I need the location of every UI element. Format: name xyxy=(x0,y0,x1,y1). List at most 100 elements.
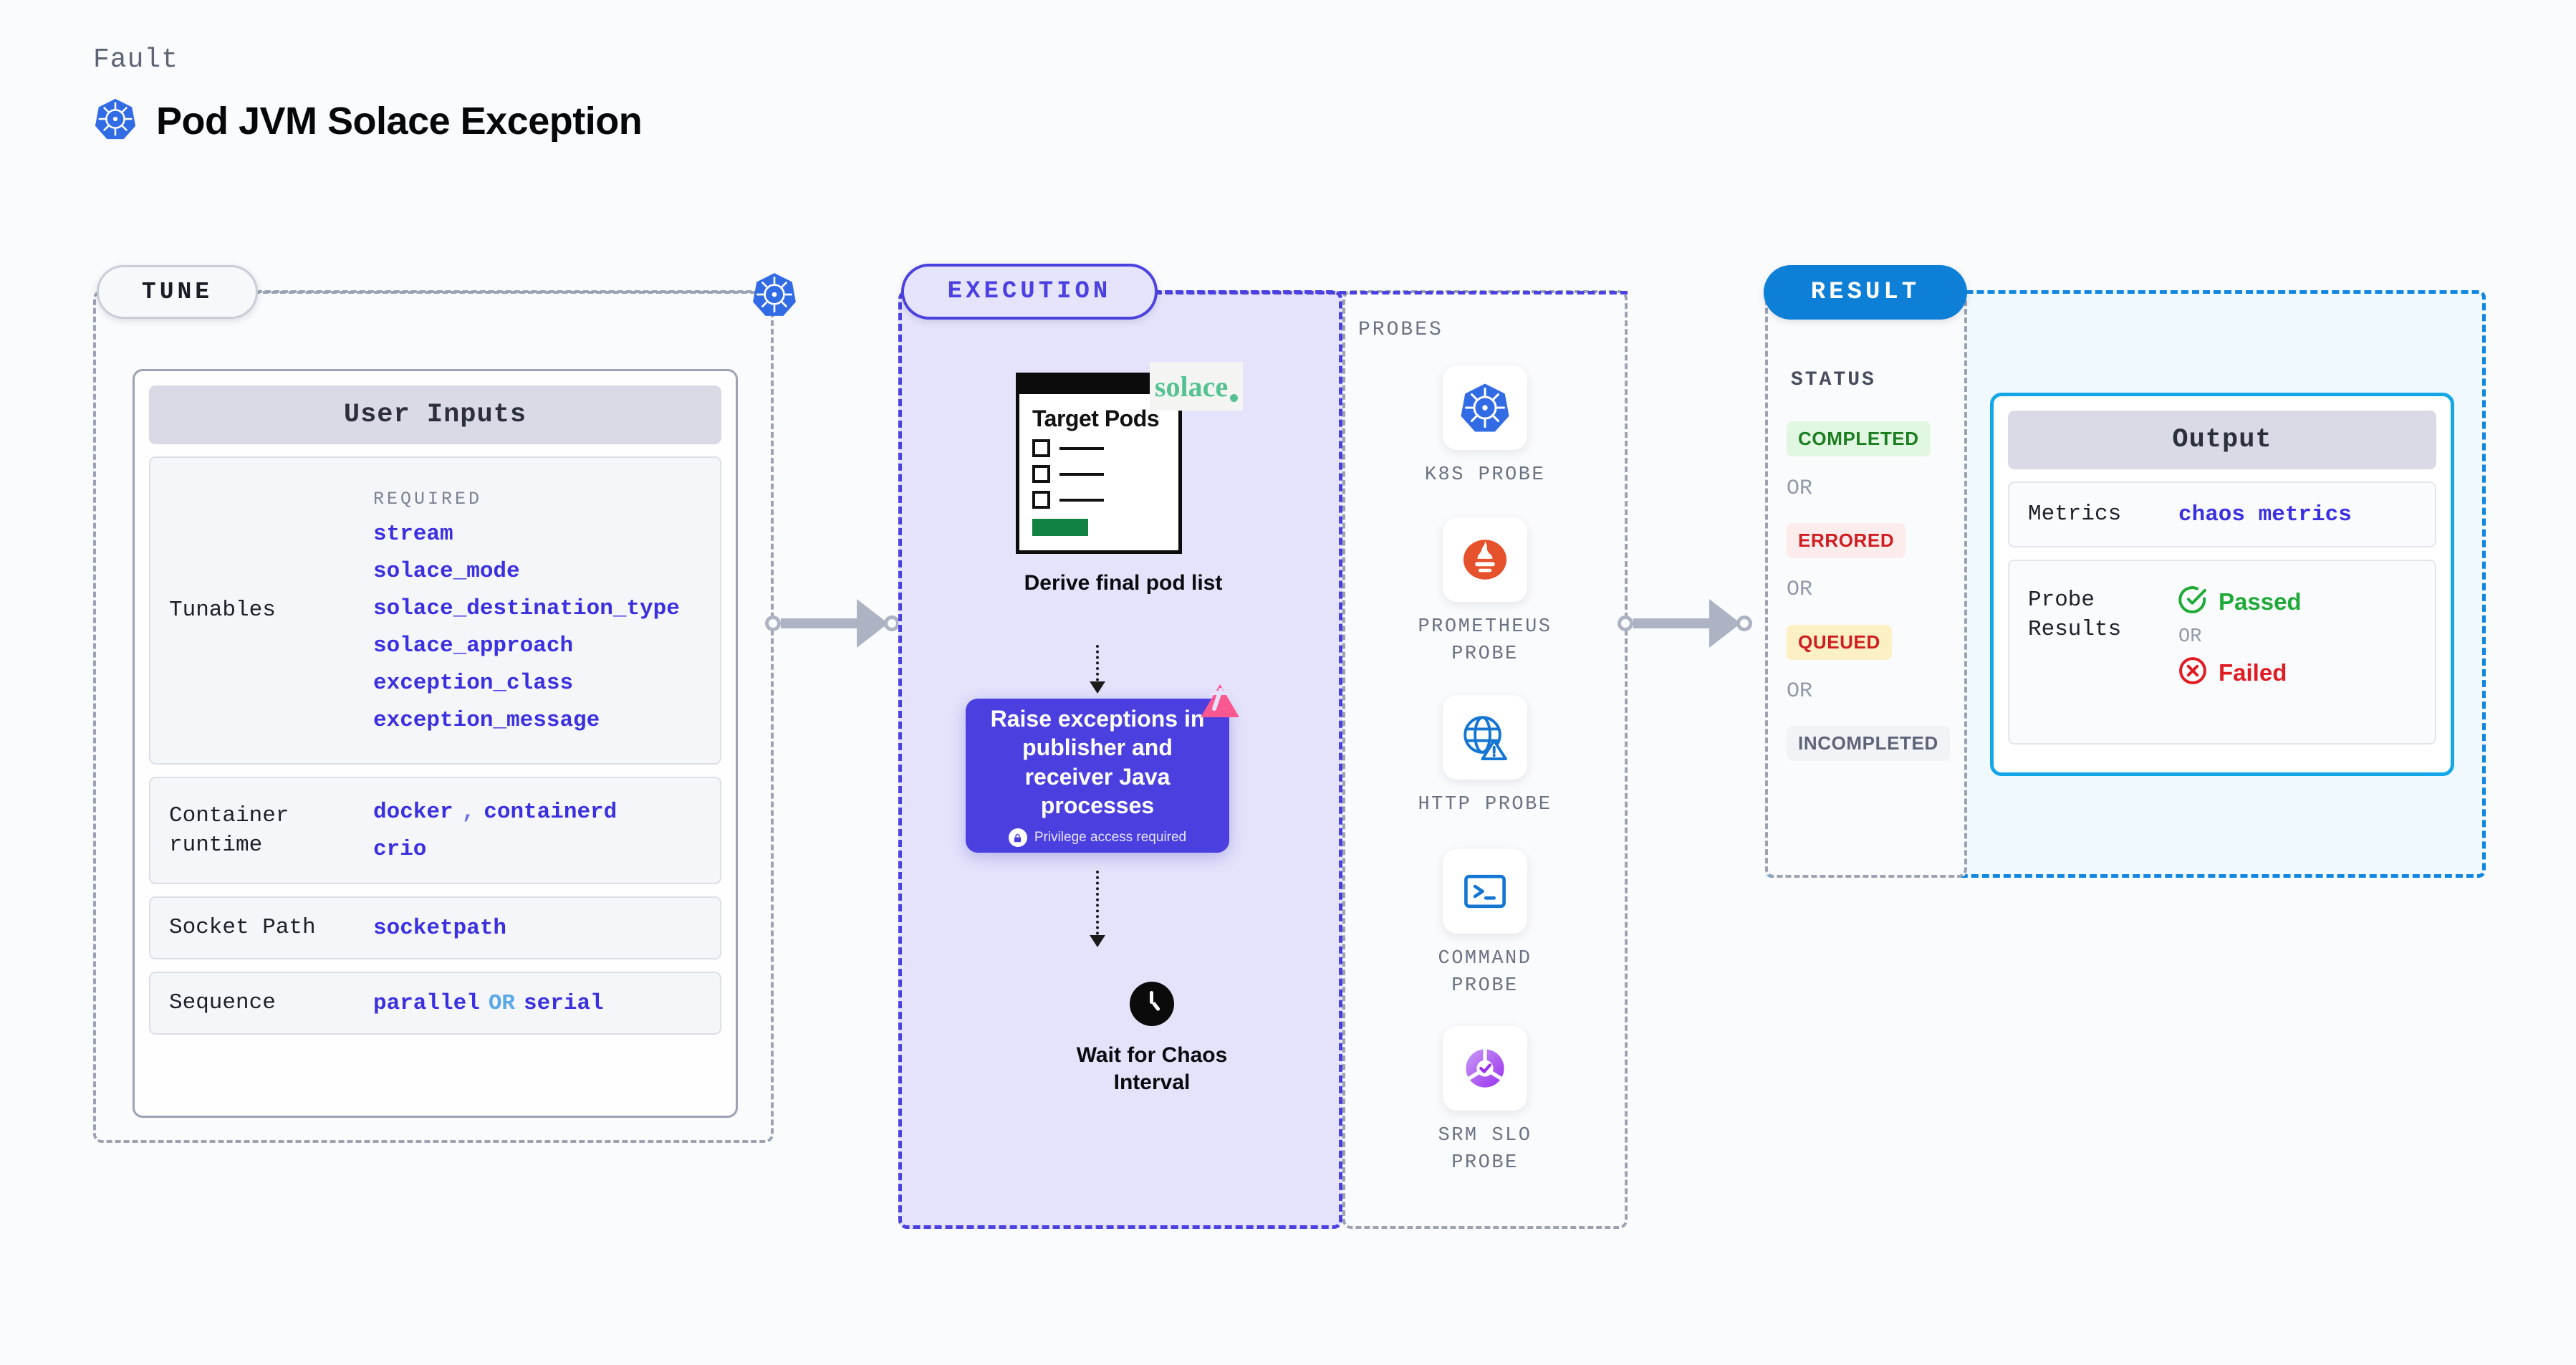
output-row-metrics: Metrics chaos metrics xyxy=(2008,482,2436,547)
tunable-solace-mode[interactable]: solace_mode xyxy=(373,558,520,584)
status-or-3: OR xyxy=(1787,679,1813,704)
target-pods-step: Target Pods solace Derive final pod list xyxy=(1009,362,1243,597)
result-stage-label[interactable]: RESULT xyxy=(1764,265,1967,320)
probe-result-failed: Failed xyxy=(2178,656,2302,689)
row-key: Socket Path xyxy=(169,915,316,941)
connector-bar xyxy=(1633,618,1711,628)
sequence-serial[interactable]: serial xyxy=(524,990,604,1016)
globe-warning-icon xyxy=(1443,695,1527,780)
value-separator: , xyxy=(461,799,476,825)
litmus-logo xyxy=(1199,683,1241,720)
probe-results-values: Passed OR Failed xyxy=(2178,585,2302,689)
user-inputs-card: User Inputs Tunables REQUIRED stream sol… xyxy=(133,369,738,1118)
probe-label: HTTP PROBE xyxy=(1418,794,1552,815)
action-description: Raise exceptions in publisher and receiv… xyxy=(990,705,1205,818)
checkbox-icon xyxy=(1032,465,1050,484)
metrics-value[interactable]: chaos metrics xyxy=(2178,502,2352,527)
tunable-exception-class[interactable]: exception_class xyxy=(373,670,574,696)
result-stage xyxy=(1765,290,1967,878)
tunable-exception-message[interactable]: exception_message xyxy=(373,707,600,733)
lock-icon xyxy=(1008,828,1027,848)
list-line xyxy=(1059,472,1104,476)
solace-dot xyxy=(1230,394,1239,402)
tune-row-sequence: Sequence parallel OR serial xyxy=(149,972,721,1035)
list-line xyxy=(1059,498,1104,502)
derive-pod-list-caption: Derive final pod list xyxy=(1024,571,1223,595)
status-badge-completed: COMPLETED xyxy=(1787,421,1931,456)
runtime-crio[interactable]: crio xyxy=(373,836,427,862)
prometheus-icon xyxy=(1443,517,1527,602)
srm-slo-icon xyxy=(1443,1026,1527,1111)
status-badge-queued: QUEUED xyxy=(1787,625,1892,660)
row-key: Metrics xyxy=(2028,502,2122,527)
page-title: Pod JVM Solace Exception xyxy=(156,99,643,143)
output-card-title: Output xyxy=(2008,411,2436,469)
privilege-note: Privilege access required xyxy=(1008,828,1187,848)
user-inputs-title: User Inputs xyxy=(149,385,721,444)
row-values: REQUIRED stream solace_mode solace_desti… xyxy=(373,489,680,733)
solace-logo: solace xyxy=(1150,362,1243,411)
probe-label: PROMETHEUS PROBE xyxy=(1418,616,1552,666)
connector-tune-to-execution xyxy=(765,599,900,648)
tune-top-dash xyxy=(254,291,756,294)
terminal-icon xyxy=(1443,849,1527,934)
execution-top-dash xyxy=(1155,291,1628,294)
tunable-solace-approach[interactable]: solace_approach xyxy=(373,633,574,658)
connector-execution-to-result xyxy=(1618,599,1752,648)
required-tag: REQUIRED xyxy=(373,488,483,509)
check-circle-icon xyxy=(2178,585,2207,618)
tune-row-container-runtime: Container runtime docker , containerd cr… xyxy=(149,777,721,884)
row-values: socketpath xyxy=(373,916,506,941)
probe-result-or: OR xyxy=(2178,626,2202,648)
page-header: Fault Pod JVM Solace Exception xyxy=(93,44,643,145)
tune-row-tunables: Tunables REQUIRED stream solace_mode sol… xyxy=(149,456,721,765)
status-badge-errored: ERRORED xyxy=(1787,523,1906,558)
probe-http[interactable]: HTTP PROBE xyxy=(1406,695,1564,818)
status-heading: STATUS xyxy=(1791,369,1876,391)
runtime-containerd[interactable]: containerd xyxy=(484,799,617,825)
wait-interval-caption: Wait for Chaos Interval xyxy=(1076,1043,1228,1094)
connector-bar xyxy=(781,618,858,628)
tune-row-socket-path: Socket Path socketpath xyxy=(149,896,721,959)
sequence-joiner: OR xyxy=(488,990,516,1016)
row-values: docker , containerd crio xyxy=(373,800,617,862)
selected-bar xyxy=(1032,519,1088,537)
checkbox-icon xyxy=(1032,491,1050,509)
probes-heading: PROBES xyxy=(1358,319,1443,341)
sequence-parallel[interactable]: parallel xyxy=(373,990,480,1016)
tune-stage-label[interactable]: TUNE xyxy=(97,265,258,319)
probe-label: K8S PROBE xyxy=(1424,464,1546,486)
probe-label: SRM SLO PROBE xyxy=(1438,1125,1532,1174)
probe-prometheus[interactable]: PROMETHEUS PROBE xyxy=(1406,517,1564,669)
probe-command[interactable]: COMMAND PROBE xyxy=(1406,849,1564,1000)
clock-icon xyxy=(1130,982,1174,1026)
privilege-note-text: Privilege access required xyxy=(1034,830,1187,846)
title-row: Pod JVM Solace Exception xyxy=(93,97,643,145)
passed-label: Passed xyxy=(2219,588,2302,615)
x-circle-icon xyxy=(2178,656,2207,689)
connector-arrowhead xyxy=(857,599,888,648)
document-body: Target Pods xyxy=(1019,394,1178,550)
checkbox-icon xyxy=(1032,439,1050,458)
connector-knob xyxy=(1618,616,1633,631)
kubernetes-icon xyxy=(1443,365,1527,450)
socketpath-value[interactable]: socketpath xyxy=(373,915,507,941)
tunable-stream[interactable]: stream xyxy=(373,521,453,547)
target-pods-title: Target Pods xyxy=(1032,406,1160,431)
row-values: parallel OR serial xyxy=(373,991,604,1016)
runtime-docker[interactable]: docker xyxy=(373,799,453,825)
list-line xyxy=(1059,446,1104,450)
execution-stage-label[interactable]: EXECUTION xyxy=(901,264,1158,320)
wait-interval-step: Wait for Chaos Interval xyxy=(1059,982,1245,1096)
probe-srm-slo[interactable]: SRM SLO PROBE xyxy=(1406,1026,1564,1177)
list-item xyxy=(1032,491,1166,509)
tunable-solace-destination-type[interactable]: solace_destination_type xyxy=(373,595,680,621)
connector-knob xyxy=(765,616,781,631)
connector-knob xyxy=(1736,616,1752,631)
connector-knob xyxy=(884,616,900,631)
row-key: Container runtime xyxy=(169,803,289,858)
probe-k8s[interactable]: K8S PROBE xyxy=(1406,365,1564,489)
output-row-probe-results: Probe Results Passed OR xyxy=(2008,560,2436,744)
chaos-action-box: Raise exceptions in publisher and receiv… xyxy=(966,684,1239,853)
